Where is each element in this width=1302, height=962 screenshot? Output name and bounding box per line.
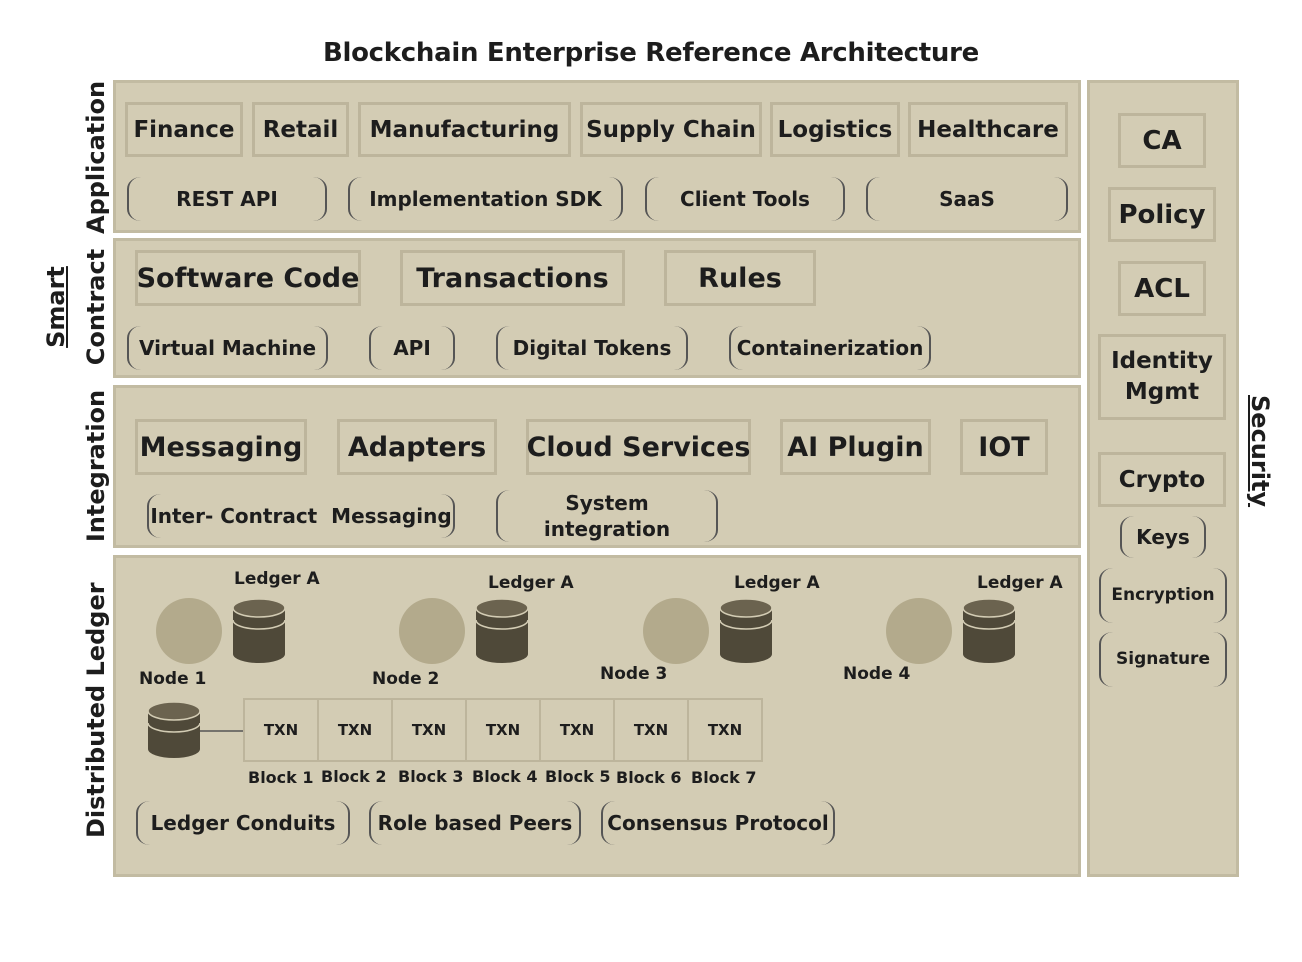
ledger-conduits-bracket: Ledger Conduits <box>136 801 350 845</box>
ai-plugin-box: AI Plugin <box>780 419 931 475</box>
application-layer-label: Application <box>82 80 110 234</box>
txn-block-5: TXN <box>539 698 615 762</box>
block-label-7: Block 7 <box>691 768 757 787</box>
node-label-3: Node 3 <box>600 664 668 684</box>
block-label-2: Block 2 <box>321 767 387 786</box>
inter-contract-messaging-bracket: Inter- Contract Messaging <box>147 494 455 538</box>
digital-tokens-bracket: Digital Tokens <box>496 326 688 370</box>
txn-block-1: TXN <box>243 698 319 762</box>
node-circle-4 <box>886 598 952 664</box>
iot-box: IOT <box>960 419 1048 475</box>
block-label-4: Block 4 <box>472 767 538 786</box>
adapters-box: Adapters <box>337 419 497 475</box>
identity-mgmt-box: Identity Mgmt <box>1098 334 1226 420</box>
cloud-services-box: Cloud Services <box>526 419 751 475</box>
keys-bracket: Keys <box>1120 516 1206 558</box>
node-label-4: Node 4 <box>843 664 911 684</box>
rest-api-bracket: REST API <box>127 177 327 221</box>
ca-box: CA <box>1118 113 1206 168</box>
node-label-2: Node 2 <box>372 669 440 689</box>
txn-block-4: TXN <box>465 698 541 762</box>
role-based-peers-bracket: Role based Peers <box>369 801 581 845</box>
implementation-sdk-bracket: Implementation SDK <box>348 177 623 221</box>
identity-mgmt-line2: Mgmt <box>1124 379 1200 405</box>
encryption-bracket: Encryption <box>1099 568 1227 623</box>
client-tools-bracket: Client Tools <box>645 177 845 221</box>
identity-mgmt-line1: Identity <box>1111 347 1213 374</box>
signature-bracket: Signature <box>1099 632 1227 687</box>
consensus-protocol-bracket: Consensus Protocol <box>601 801 835 845</box>
ledger-cylinder-icon-4 <box>962 598 1016 663</box>
containerization-bracket: Containerization <box>729 326 931 370</box>
node-circle-3 <box>643 598 709 664</box>
software-code-box: Software Code <box>135 250 361 306</box>
smart-contract-layer-label-line2: Contract <box>82 248 110 366</box>
chain-ledger-cylinder-icon <box>147 701 244 758</box>
ledger-cylinder-icon-1 <box>232 598 286 663</box>
manufacturing-box: Manufacturing <box>358 102 571 157</box>
block-label-3: Block 3 <box>398 767 464 786</box>
ledger-cylinder-icon-2 <box>475 598 529 663</box>
ledger-cylinder-icon-3 <box>719 598 773 663</box>
api-bracket: API <box>369 326 455 370</box>
ledger-label-3: Ledger A <box>734 573 820 593</box>
txn-block-7: TXN <box>687 698 763 762</box>
ledger-label-4: Ledger A <box>977 573 1063 593</box>
smart-contract-layer-label-line1: Smart <box>42 266 70 348</box>
messaging-box: Messaging <box>135 419 307 475</box>
txn-block-3: TXN <box>391 698 467 762</box>
virtual-machine-bracket: Virtual Machine <box>127 326 328 370</box>
acl-box: ACL <box>1118 261 1206 316</box>
ledger-label-1: Ledger A <box>234 569 320 589</box>
saas-bracket: SaaS <box>866 177 1068 221</box>
diagram-title: Blockchain Enterprise Reference Architec… <box>322 38 979 68</box>
transactions-box: Transactions <box>400 250 625 306</box>
policy-box: Policy <box>1108 187 1216 242</box>
security-label: Security <box>1246 395 1274 508</box>
rules-box: Rules <box>664 250 816 306</box>
supply-chain-box: Supply Chain <box>580 102 762 157</box>
healthcare-box: Healthcare <box>908 102 1068 157</box>
node-label-1: Node 1 <box>139 669 207 689</box>
retail-box: Retail <box>252 102 349 157</box>
node-circle-1 <box>156 598 222 664</box>
distributed-ledger-layer-label: Distributed Ledger <box>82 582 110 838</box>
system-integration-bracket: System integration <box>496 490 718 542</box>
logistics-box: Logistics <box>770 102 900 157</box>
node-circle-2 <box>399 598 465 664</box>
system-integration-line2: integration <box>543 517 671 541</box>
crypto-box: Crypto <box>1098 452 1226 507</box>
txn-block-6: TXN <box>613 698 689 762</box>
block-label-1: Block 1 <box>248 768 314 787</box>
system-integration-line1: System <box>565 491 649 515</box>
block-label-6: Block 6 <box>616 768 682 787</box>
integration-layer-label: Integration <box>82 389 110 543</box>
block-label-5: Block 5 <box>545 767 611 786</box>
ledger-label-2: Ledger A <box>488 573 574 593</box>
finance-box: Finance <box>125 102 243 157</box>
txn-block-2: TXN <box>317 698 393 762</box>
